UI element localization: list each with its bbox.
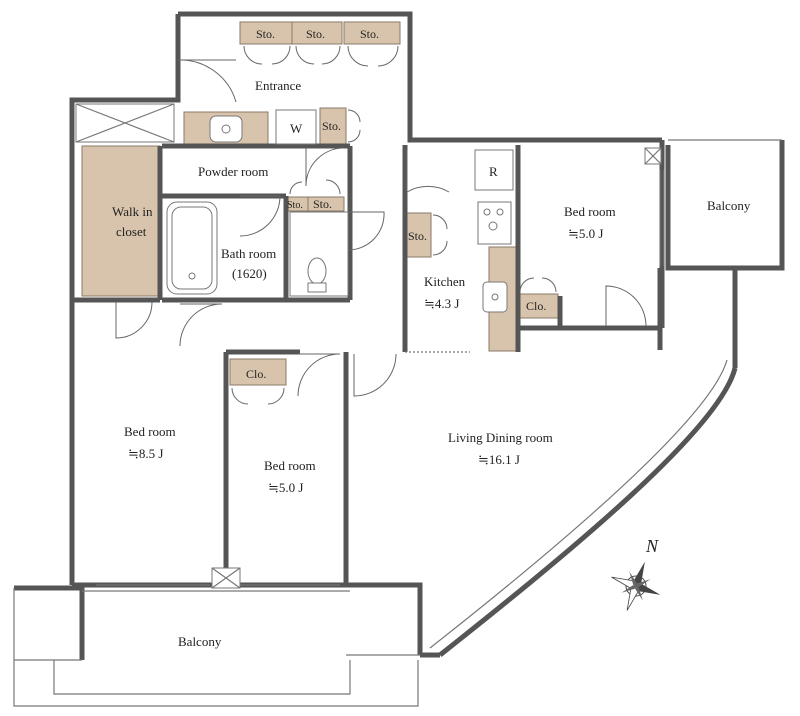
powder-room-label: Powder room xyxy=(198,164,268,179)
compass-north-label: N xyxy=(645,536,659,556)
sto-label-bath-1: Sto. xyxy=(287,200,303,211)
bed-room-west-area: ≒8.5 J xyxy=(128,446,163,461)
balcony-east-label: Balcony xyxy=(707,198,751,213)
bed-room-west-label: Bed room xyxy=(124,424,176,439)
entrance-storage-3 xyxy=(343,21,401,45)
bath-door xyxy=(239,195,281,237)
curved-exterior-wall-inner xyxy=(429,359,728,649)
kitchen-storage xyxy=(406,212,432,258)
window-lines xyxy=(96,170,665,586)
sto-label-2: Sto. xyxy=(306,27,325,41)
sto-label-bath-2: Sto. xyxy=(313,197,332,211)
kitchen-storage-doors xyxy=(432,214,448,256)
bath-room-label: Bath room xyxy=(221,246,276,261)
kitchen-door xyxy=(406,150,450,193)
storage-door-3 xyxy=(347,45,399,67)
entrance-storage-2 xyxy=(291,21,343,45)
bed-ne-door xyxy=(605,285,647,327)
walls xyxy=(14,11,785,660)
bed-mid-closet xyxy=(229,358,287,386)
living-dining-area: ≒16.1 J xyxy=(478,452,520,467)
storage-door-2 xyxy=(295,45,341,65)
kitchen-label: Kitchen xyxy=(424,274,466,289)
toilet-door xyxy=(347,211,385,251)
storage-labels: Sto. Sto. Sto. Sto. Sto. Sto. Sto. Clo. … xyxy=(246,27,546,381)
washer-box xyxy=(275,109,317,145)
sto-label-1: Sto. xyxy=(256,27,275,41)
clo-label-mid: Clo. xyxy=(246,367,266,381)
bed-mid-closet-doors xyxy=(231,387,285,405)
bath-storage-doors xyxy=(289,179,341,195)
room-labels: Entrance Powder room Walk in closet Bath… xyxy=(112,78,751,649)
bath-room-size: (1620) xyxy=(232,266,267,281)
fridge-label: R xyxy=(489,164,498,179)
doors xyxy=(115,45,647,405)
living-door xyxy=(353,353,397,397)
toilet xyxy=(307,257,327,285)
bed-room-mid-area: ≒5.0 J xyxy=(268,480,303,495)
washer-label: W xyxy=(290,121,303,136)
clo-label-ne: Clo. xyxy=(526,299,546,313)
sto-label-powder: Sto. xyxy=(322,119,341,133)
bed-west-door xyxy=(179,303,223,347)
south-balcony-outline xyxy=(13,588,420,707)
closet-door xyxy=(115,301,153,339)
bed-room-ne-area: ≒5.0 J xyxy=(568,226,603,241)
walk-in-closet-label-2: closet xyxy=(116,224,147,239)
powder-door xyxy=(305,147,345,187)
walk-in-closet-label-1: Walk in xyxy=(112,204,153,219)
living-dining-label: Living Dining room xyxy=(448,430,553,445)
bath-storage-2 xyxy=(307,196,345,212)
balcony-south-label: Balcony xyxy=(178,634,222,649)
fixtures xyxy=(75,103,662,589)
powder-storage-doors xyxy=(347,109,361,143)
storage-fills xyxy=(81,21,559,386)
entry-door xyxy=(177,59,237,103)
entrance-label: Entrance xyxy=(255,78,301,93)
bed-room-ne-label: Bed room xyxy=(564,204,616,219)
bed-mid-door xyxy=(297,353,341,397)
curved-exterior-wall xyxy=(438,367,738,657)
bed-room-mid-label: Bed room xyxy=(264,458,316,473)
kitchen-area: ≒4.3 J xyxy=(424,296,459,311)
walk-in-closet-fill xyxy=(81,145,161,297)
sto-label-kitchen: Sto. xyxy=(408,229,427,243)
fridge-box xyxy=(474,149,514,191)
sto-label-3: Sto. xyxy=(360,27,379,41)
bed-ne-closet-doors xyxy=(519,277,557,293)
storage-door-1 xyxy=(243,45,291,65)
bed-ne-closet xyxy=(517,293,559,319)
compass-rose-icon xyxy=(611,561,661,611)
